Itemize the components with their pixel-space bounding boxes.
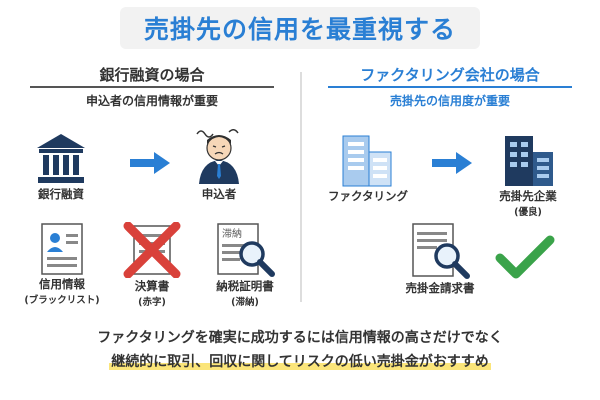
invoice-label: 売掛金請求書 (405, 281, 475, 295)
conclusion-line-1-text: ファクタリングを確実に成功するには信用情報の高さだけでなく (97, 330, 503, 346)
conclusion-line-2: 継続的に取引、回収に関してリスクの低い売掛金がおすすめ (0, 351, 600, 371)
client-company-sublabel: (優良) (514, 207, 542, 218)
invoice-magnifier-icon (412, 223, 470, 279)
tax-certificate-node: 滞納 納税証明書 (滞納) (200, 222, 290, 308)
dark-building-icon (505, 136, 553, 186)
bank-node: 銀行融資 (26, 130, 96, 202)
credit-info-sublabel: (ブラックリスト) (24, 295, 100, 306)
column-divider (300, 72, 302, 302)
factoring-company-node: ファクタリング (320, 130, 416, 204)
client-company-label: 売掛先企業 (499, 189, 557, 203)
check-mark-icon (495, 235, 555, 279)
page-title: 売掛先の信用を最重視する (143, 15, 456, 44)
financial-statement-label: 決算書 (134, 279, 170, 293)
applicant-node: 申込者 (184, 124, 254, 202)
title-box: 売掛先の信用を最重視する (119, 7, 480, 49)
bank-icon (37, 134, 85, 183)
factoring-heading-underline (328, 86, 572, 88)
bank-loan-subheading: 申込者の信用情報が重要 (85, 94, 218, 108)
light-building-icon (342, 135, 392, 187)
financial-statement-crossed-icon (123, 222, 181, 278)
tax-certificate-magnifier-icon: 滞納 (217, 223, 275, 277)
arrow-right-icon (432, 152, 472, 174)
factoring-subheading: 売掛先の信用度が重要 (389, 94, 510, 108)
credit-info-node: 信用情報 (ブラックリスト) (22, 222, 102, 306)
client-company-node: 売掛先企業 (優良) (480, 130, 576, 218)
applicant-label: 申込者 (201, 187, 237, 201)
conclusion-line-2-text: 継続的に取引、回収に関してリスクの低い売掛金がおすすめ (109, 354, 491, 370)
invoice-node: 売掛金請求書 (392, 222, 488, 296)
financial-statement-sublabel: (赤字) (138, 297, 166, 308)
bank-loan-heading: 銀行融資の場合 (99, 66, 205, 84)
credit-info-label: 信用情報 (39, 277, 85, 291)
tax-certificate-sublabel: (滞納) (231, 297, 259, 308)
bank-label: 銀行融資 (38, 187, 84, 201)
worried-person-icon (196, 129, 239, 184)
bank-loan-heading-underline (30, 86, 274, 88)
financial-statement-node: 決算書 (赤字) (112, 222, 192, 308)
credit-report-document-icon (41, 223, 83, 275)
factoring-column: ファクタリング会社の場合 売掛先の信用度が重要 ファクタリング (310, 62, 590, 312)
title-banner: 売掛先の信用を最重視する (0, 6, 600, 50)
factoring-heading: ファクタリング会社の場合 (360, 66, 540, 84)
arrow-right-icon (130, 152, 170, 174)
bank-loan-column: 銀行融資の場合 申込者の信用情報が重要 銀行融資 (12, 62, 292, 312)
conclusion-line-1: ファクタリングを確実に成功するには信用情報の高さだけでなく (0, 327, 600, 347)
tax-certificate-label: 納税証明書 (216, 279, 274, 293)
factoring-company-label: ファクタリング (327, 189, 409, 203)
tax-certificate-stamp: 滞納 (222, 227, 242, 240)
